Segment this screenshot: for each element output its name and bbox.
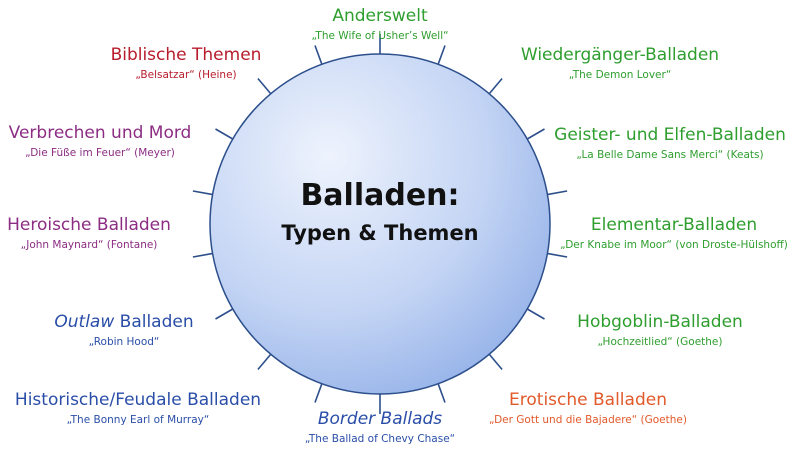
theme-name: Geister- und Elfen-Balladen — [554, 125, 786, 145]
theme-erotische: Erotische Balladen „Der Gott und die Baj… — [480, 389, 696, 428]
spoke-line — [437, 45, 446, 66]
theme-name: Wiedergänger-Balladen — [520, 45, 720, 65]
spoke-line — [314, 382, 323, 403]
theme-verbrechen-mord: Verbrechen und Mord „Die Füße im Feuer“ … — [0, 122, 200, 161]
center-subtitle: Typen & Themen — [281, 221, 479, 245]
spoke-line — [546, 190, 568, 196]
center-title-main: Balladen: — [300, 178, 460, 213]
theme-outlaw: Outlaw Balladen „Robin Hood“ — [34, 311, 214, 350]
theme-name: Verbrechen und Mord — [8, 123, 192, 143]
theme-example: „John Maynard“ (Fontane) — [20, 239, 158, 251]
theme-name: Border Ballads — [317, 409, 443, 429]
theme-name: Biblische Themen — [110, 45, 262, 65]
spoke-line — [525, 128, 545, 141]
theme-example: „Robin Hood“ — [88, 336, 160, 348]
theme-example: „Der Gott und die Bajadere“ (Goethe) — [489, 414, 687, 426]
theme-example: „Hochzeitlied“ (Goethe) — [597, 336, 723, 348]
theme-name: Historische/Feudale Balladen — [14, 390, 262, 410]
spoke-line — [546, 252, 568, 258]
theme-hobgoblin: Hobgoblin-Balladen „Hochzeitlied“ (Goeth… — [555, 311, 765, 350]
theme-example: „La Belle Dame Sans Merci“ (Keats) — [576, 149, 764, 161]
spoke-line — [437, 382, 446, 403]
theme-anderswelt: Anderswelt „The Wife of Usher’s Well“ — [280, 5, 480, 44]
theme-example: „The Demon Lover“ — [568, 69, 672, 81]
spoke-line — [525, 307, 545, 320]
theme-wiedergaenger: Wiedergänger-Balladen „The Demon Lover“ — [500, 44, 740, 83]
theme-example: „Der Knabe im Moor“ (von Droste-Hülshoff… — [560, 239, 788, 251]
center-title: Balladen: Typen & Themen — [230, 178, 530, 248]
theme-biblische: Biblische Themen „Belsatzar“ (Heine) — [90, 44, 282, 83]
theme-heroische: Heroische Balladen „John Maynard“ (Fonta… — [0, 214, 178, 253]
spoke-line — [215, 307, 235, 320]
theme-elementar: Elementar-Balladen „Der Knabe im Moor“ (… — [548, 214, 800, 253]
theme-name: Hobgoblin-Balladen — [577, 312, 743, 332]
spokes — [192, 34, 568, 414]
theme-name: Outlaw Balladen — [54, 312, 194, 332]
theme-example: „Die Füße im Feuer“ (Meyer) — [25, 147, 175, 159]
theme-historische: Historische/Feudale Balladen „The Bonny … — [0, 389, 276, 428]
spoke-line — [192, 252, 214, 258]
theme-name: Heroische Balladen — [7, 215, 171, 235]
theme-name: Erotische Balladen — [509, 390, 667, 410]
center-circle — [209, 53, 551, 395]
theme-example: „The Bonny Earl of Murray“ — [66, 414, 210, 426]
theme-name: Elementar-Balladen — [590, 215, 758, 235]
theme-name: Anderswelt — [332, 6, 428, 26]
theme-geister-elfen: Geister- und Elfen-Balladen „La Belle Da… — [540, 124, 800, 163]
spoke-line — [257, 352, 273, 371]
spoke-line — [487, 77, 503, 96]
theme-example: „The Ballad of Chevy Chase“ — [304, 433, 456, 445]
spoke-line — [314, 45, 323, 66]
theme-example: „Belsatzar“ (Heine) — [135, 69, 237, 81]
spoke-line — [215, 128, 235, 141]
theme-example: „The Wife of Usher’s Well“ — [311, 30, 449, 42]
spoke-line — [487, 352, 503, 371]
theme-border-ballads: Border Ballads „The Ballad of Chevy Chas… — [283, 408, 477, 447]
spoke-line — [257, 77, 273, 96]
spoke-line — [192, 190, 214, 196]
